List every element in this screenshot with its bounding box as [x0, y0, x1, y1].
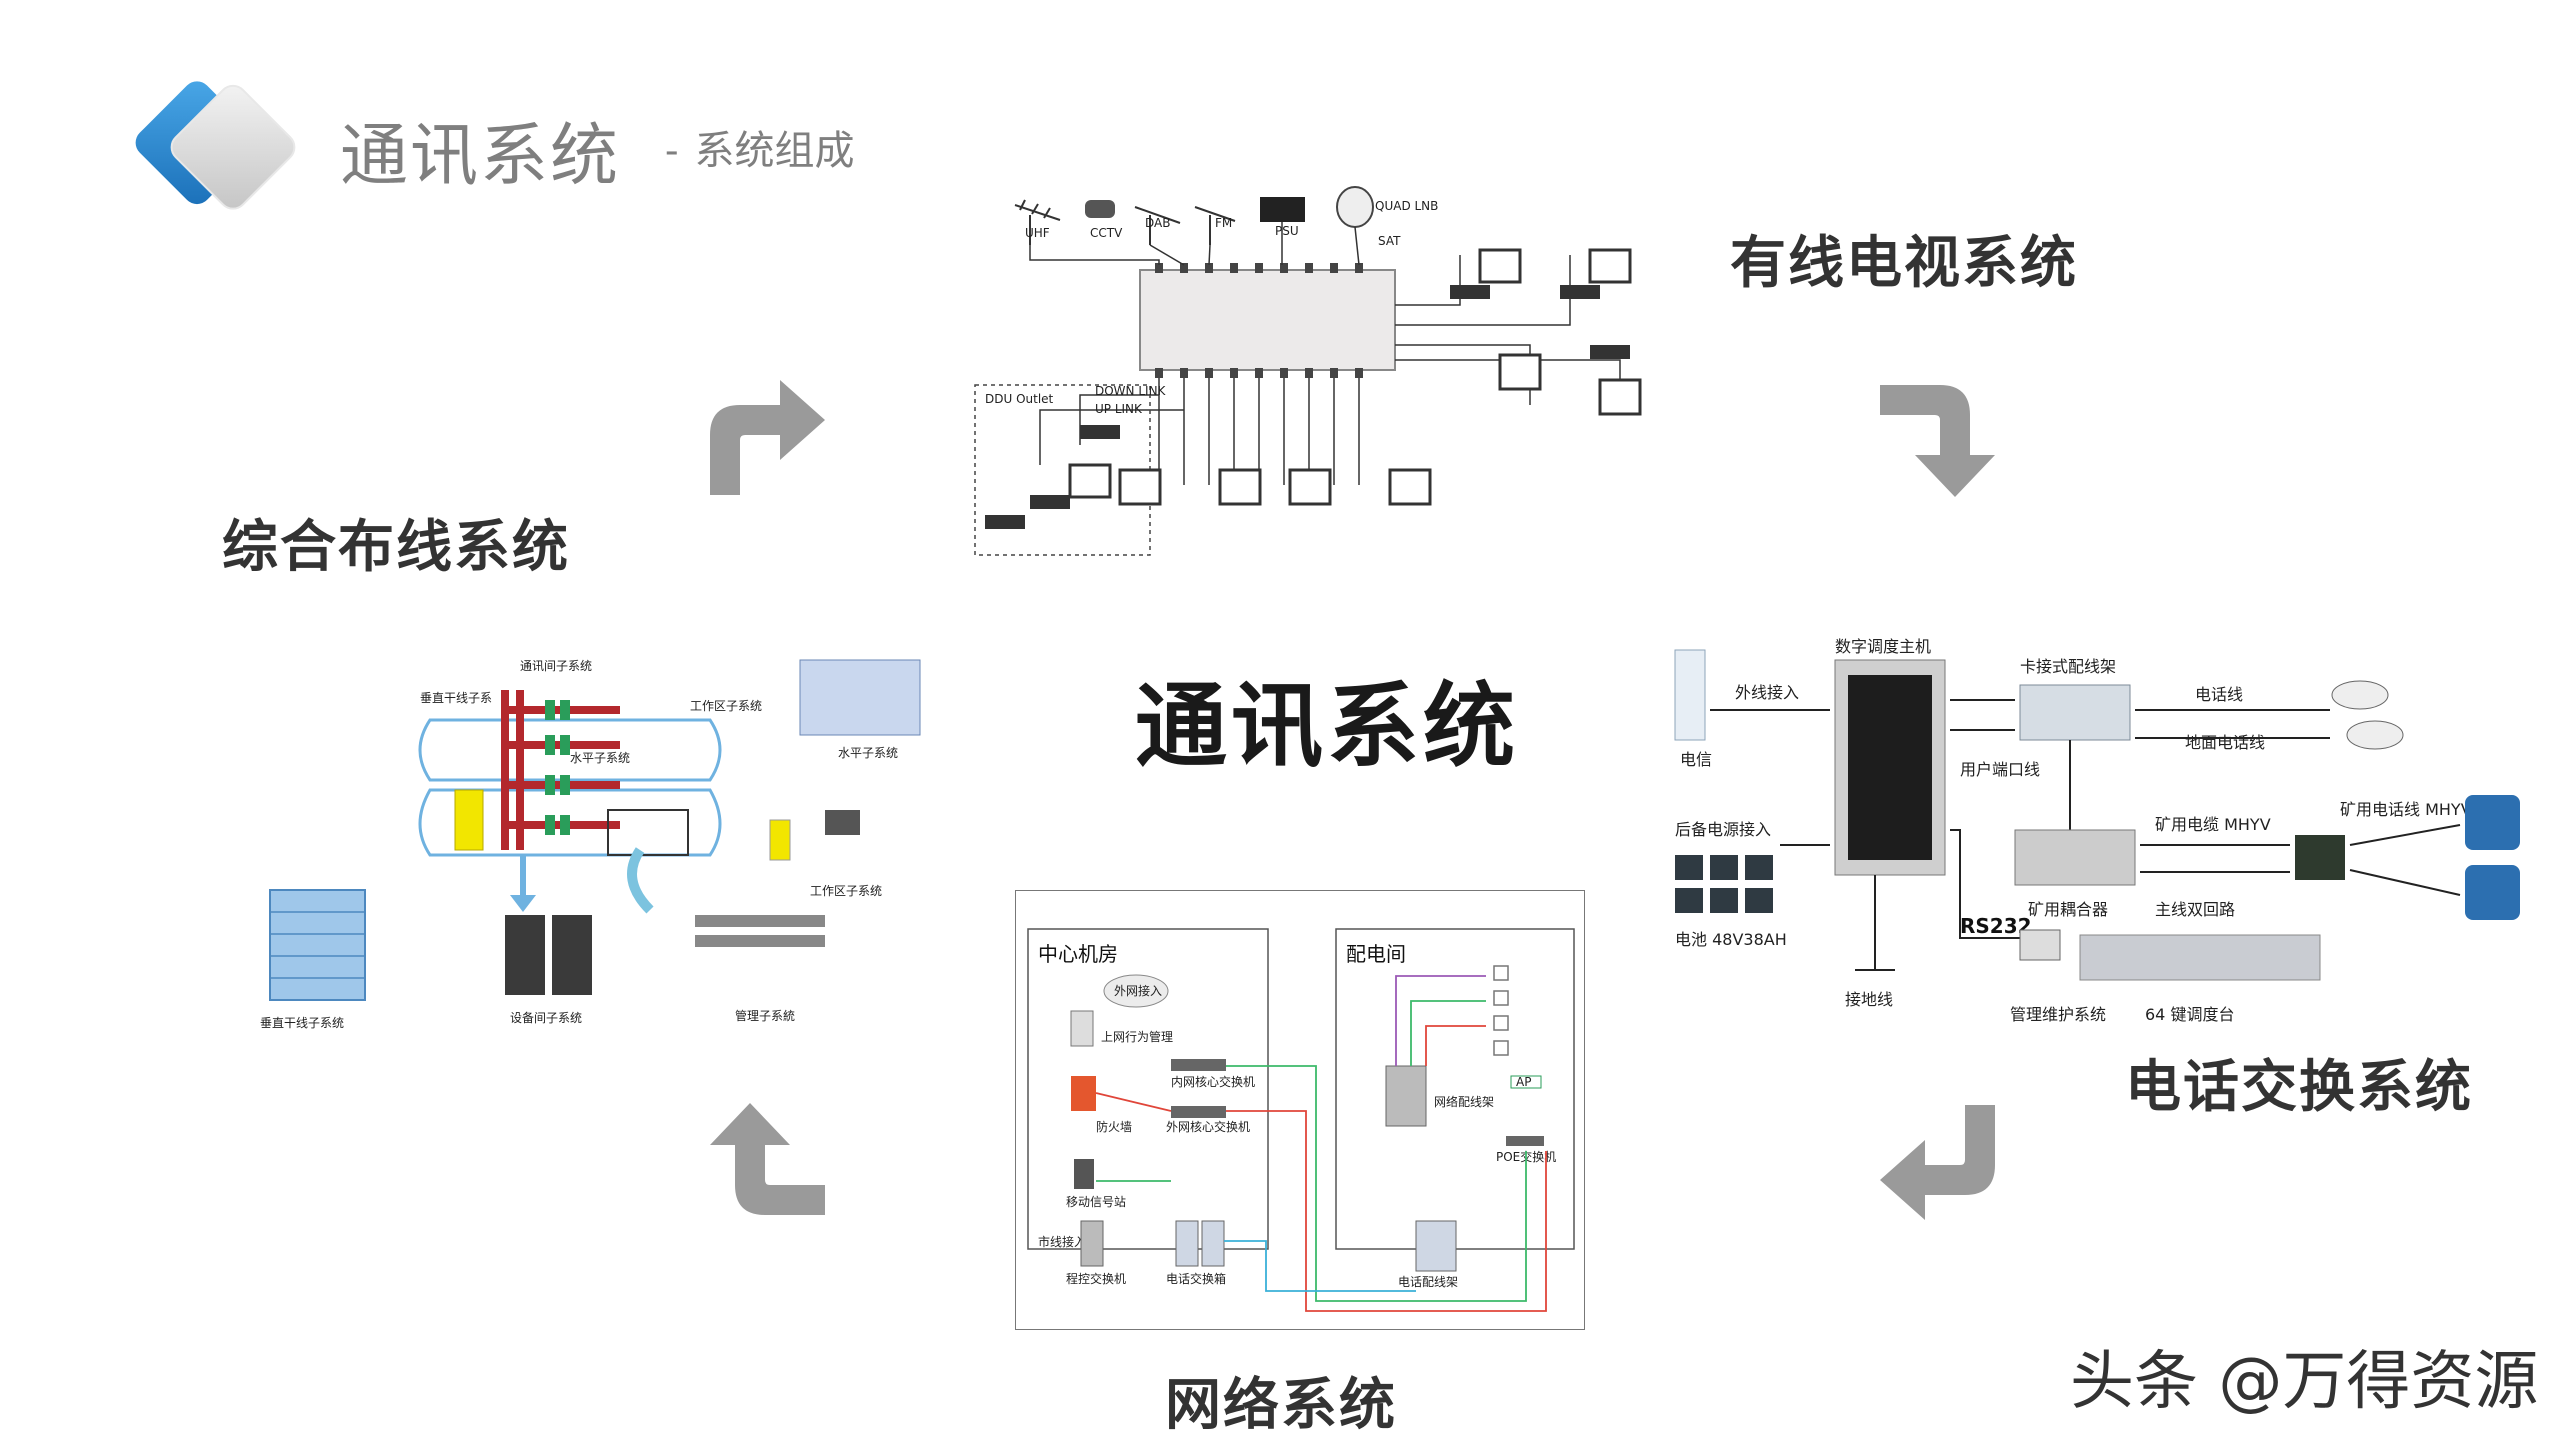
subtitle-dash: - [665, 128, 679, 174]
phone-label-cable: 矿用电缆 MHYV [2155, 815, 2271, 834]
net-label-phone-box: 电话交换箱 [1166, 1271, 1226, 1286]
cabling-label-workarea-2: 工作区子系统 [810, 884, 882, 898]
tv-label-up-link: UP LINK [1095, 402, 1143, 416]
phone-system-diagram: 数字调度主机 电信 外线接入 后备电源接入 电池 48V38AH 接地线 卡接式… [1650, 630, 2540, 1050]
net-label-behavior-mgmt: 上网行为管理 [1101, 1029, 1173, 1044]
phone-label-phone-line: 电话线 [2195, 685, 2243, 704]
arrow-up-right-icon [700, 375, 830, 504]
net-label-net-patch: 网络配线架 [1434, 1094, 1494, 1109]
phone-label-dual-loop: 主线双回路 [2155, 900, 2235, 919]
phone-label-external: 外线接入 [1735, 683, 1799, 702]
label-phone-system: 电话交换系统 [2125, 1055, 2473, 1120]
net-label-city-line: 市线接入 [1038, 1234, 1086, 1249]
phone-label-user-port: 用户端口线 [1960, 760, 2040, 779]
tv-label-quad-lnb: QUAD LNB [1375, 199, 1438, 213]
network-system-diagram: 中心机房 配电间 外网接入 上网行为管理 防火墙 内网核心交换机 外网核心交换机… [1015, 890, 1585, 1330]
cabling-label-horizontal-2: 水平子系统 [838, 746, 898, 760]
tv-label-down-link: DOWN LINK [1095, 384, 1167, 398]
phone-label-patch: 卡接式配线架 [2020, 657, 2116, 676]
arrow-left-up-icon [700, 1100, 830, 1229]
cabling-label-vertical: 垂直干线子系 [420, 691, 492, 705]
tv-label-uhf: UHF [1025, 226, 1050, 240]
phone-label-coupler: 矿用耦合器 [2028, 900, 2108, 919]
tv-label-ddu-outlet: DDU Outlet [985, 392, 1054, 406]
net-label-inner-core: 内网核心交换机 [1171, 1074, 1255, 1089]
label-cabling-system: 综合布线系统 [222, 515, 570, 580]
cabling-label-comm-room: 通讯间子系统 [520, 659, 592, 673]
logo-icon [125, 70, 325, 235]
cabling-label-vertical-full: 垂直干线子系统 [260, 1016, 344, 1030]
tv-label-dab: DAB [1145, 216, 1170, 230]
label-tv-system: 有线电视系统 [1730, 231, 2078, 296]
net-label-ap: AP [1516, 1075, 1531, 1089]
watermark-text: 头条 @万得资源 [2070, 1345, 2539, 1419]
cabling-label-management: 管理子系統 [735, 1008, 795, 1023]
tv-label-fm: FM [1215, 216, 1232, 230]
net-label-firewall: 防火墙 [1096, 1119, 1132, 1134]
tv-system-diagram: UHF CCTV DAB FM PSU QUAD LNB SAT DDU Out… [970, 185, 1695, 560]
tv-label-psu: PSU [1275, 224, 1299, 238]
label-network-system: 网络系统 [1165, 1373, 1397, 1438]
page-subtitle: -系统组成 [665, 118, 855, 176]
phone-label-host: 数字调度主机 [1835, 637, 1931, 656]
phone-label-backup: 后备电源接入 [1675, 820, 1771, 839]
net-label-center-room: 中心机房 [1038, 942, 1118, 966]
net-label-distribution: 配电间 [1346, 942, 1406, 966]
net-label-phone-patch: 电话配线架 [1398, 1275, 1458, 1289]
cabling-system-diagram: 通讯间子系统 垂直干线子系 工作区子系统 水平子系统 垂直干线子系统 [240, 640, 965, 1040]
subtitle-text: 系统组成 [694, 128, 855, 174]
phone-label-battery: 电池 48V38AH [1675, 930, 1787, 949]
tv-label-cctv: CCTV [1090, 226, 1123, 240]
net-label-external: 外网接入 [1114, 983, 1162, 998]
arrow-down-left-icon [1875, 1100, 2005, 1229]
net-label-mobile-station: 移动信号站 [1066, 1195, 1126, 1209]
phone-label-mgmt: 管理维护系统 [2010, 1005, 2106, 1024]
center-title: 通讯系统 [1135, 673, 1520, 780]
cabling-label-horizontal: 水平子系统 [570, 751, 630, 765]
phone-label-ground-phone-line: 地面电话线 [2185, 733, 2265, 752]
arrow-right-down-icon [1875, 375, 2005, 504]
phone-label-ground: 接地线 [1845, 990, 1893, 1009]
cabling-label-workarea: 工作区子系统 [690, 699, 762, 713]
phone-label-console: 64 键调度台 [2145, 1005, 2234, 1024]
net-label-pbx: 程控交换机 [1066, 1271, 1126, 1286]
phone-label-mine-phone: 矿用电话线 MHYV [2340, 800, 2472, 819]
cabling-label-equipment: 设备间子系统 [510, 1011, 582, 1025]
tv-label-sat: SAT [1378, 234, 1401, 248]
page-title: 通讯系统 [340, 117, 621, 196]
net-label-outer-core: 外网核心交换机 [1166, 1119, 1250, 1134]
phone-label-telecom: 电信 [1680, 750, 1712, 769]
